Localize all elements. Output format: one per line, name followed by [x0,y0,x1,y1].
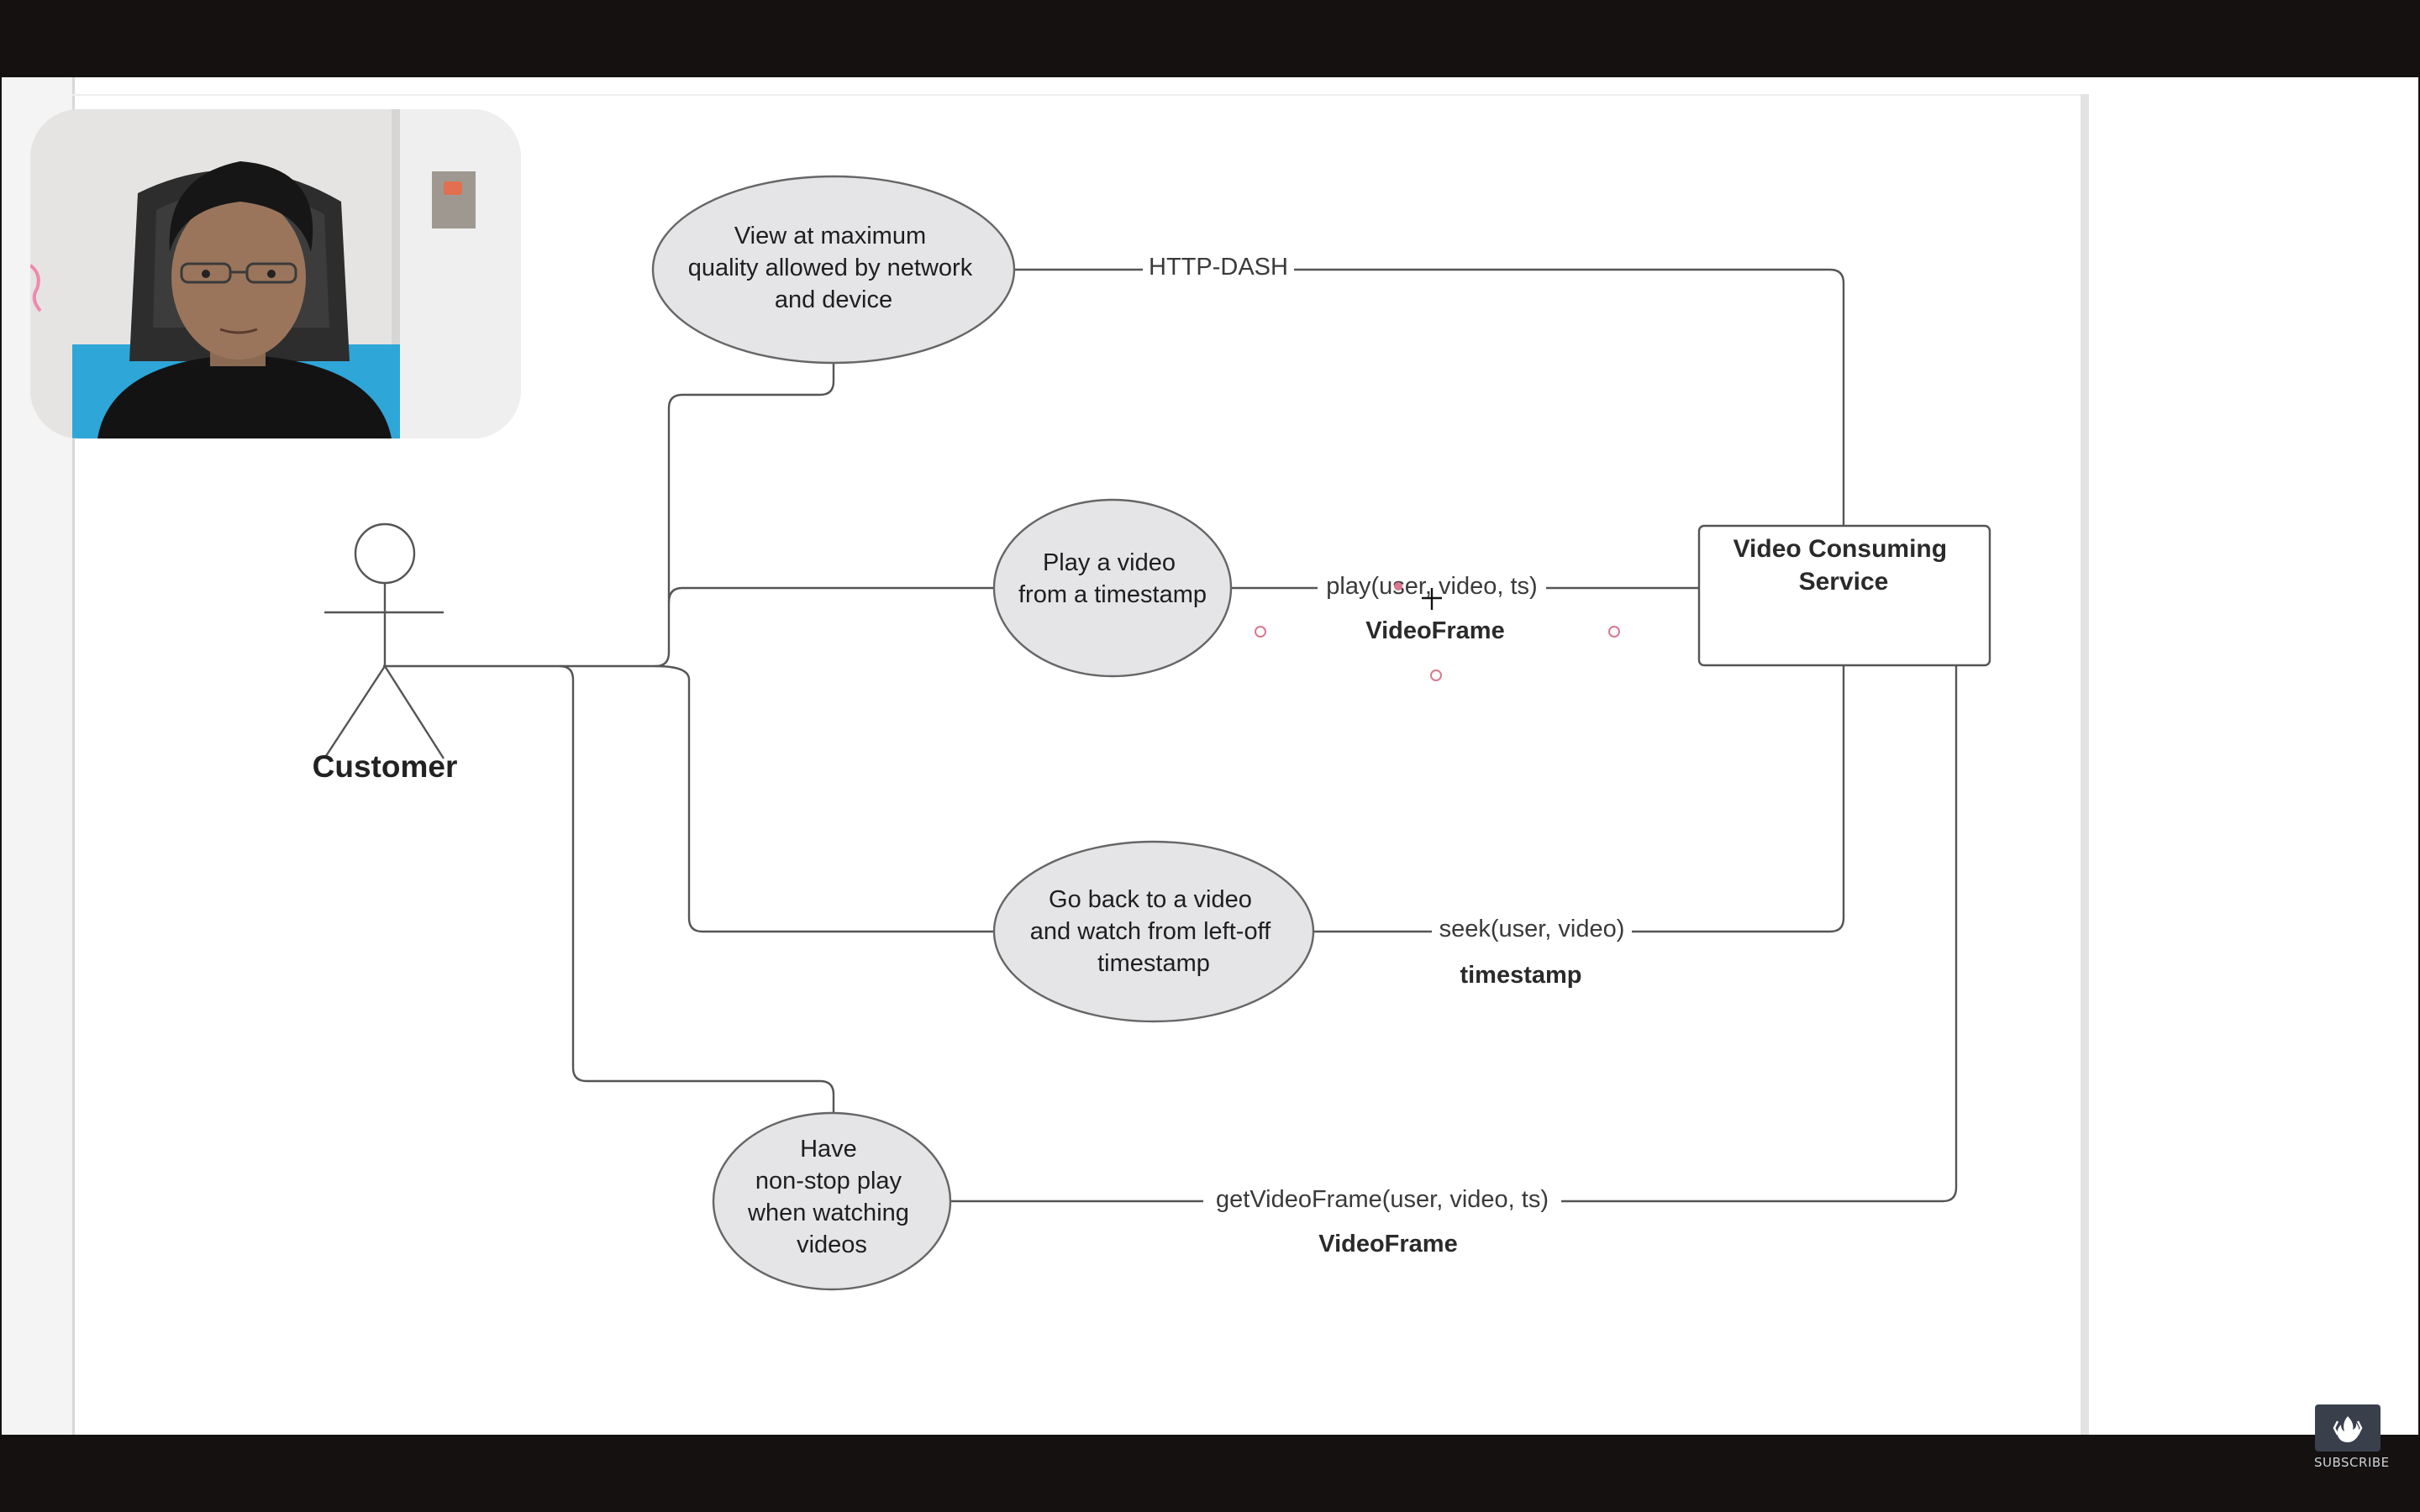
letterbox-top [0,0,2420,77]
use-case-text: when watching [747,1200,909,1226]
use-case-text: and watch from left-off [1030,918,1271,945]
service-label: Video Consuming [1733,535,1947,563]
use-case-text: View at maximum [734,223,926,249]
svg-text:Go back to a video and w: Go back to a video and watch from left-o… [1030,886,1277,977]
selection-handles[interactable] [1255,582,1620,681]
use-case-text: Have [800,1136,857,1163]
subscribe-button[interactable]: SUBSCRIBE [2314,1404,2390,1470]
actor-connectors [383,363,995,1114]
use-case-text: and device [775,286,892,313]
actor-label: Customer [313,749,458,784]
use-case-max-quality[interactable]: View at maximum quality allowed by netwo… [651,175,1016,365]
use-case-play-from-timestamp[interactable]: Play a video from a timestamp [992,498,1233,678]
video-consuming-service[interactable]: Video Consuming Service [1697,524,1991,667]
svg-text:View at maximum quality: View at maximum quality allowed by netwo… [688,223,980,313]
page-top-edge [72,94,2081,96]
presenter-webcam [30,109,521,438]
use-case-text: timestamp [1097,950,1210,977]
letterbox-bottom [0,1435,2420,1512]
use-case-text: from a timestamp [1018,581,1207,608]
use-case-text: videos [797,1231,867,1258]
use-case-text: non-stop play [755,1168,902,1194]
use-case-text: quality allowed by network [688,255,973,281]
edge-return-timestamp[interactable]: timestamp [1460,962,1581,989]
service-connectors [950,268,1958,1203]
customer-actor[interactable]: Customer [313,522,458,784]
edge-label-http-dash[interactable]: HTTP-DASH [1149,254,1288,281]
use-case-text: Go back to a video [1049,886,1252,913]
edge-label-seek[interactable]: seek(user, video) [1439,916,1625,942]
move-cursor-icon [1422,588,1442,610]
service-label: Service [1799,568,1889,596]
edge-return-videoframe-get[interactable]: VideoFrame [1318,1231,1457,1257]
subscribe-label: SUBSCRIBE [2314,1455,2390,1470]
svg-text:Have non-stop play: Have non-stop play when watching videos [747,1136,916,1258]
edge-label-get-video-frame[interactable]: getVideoFrame(user, video, ts) [1216,1186,1549,1213]
flame-icon [2315,1404,2381,1452]
page-edge-divider [2081,94,2089,1435]
svg-text:Video Consuming Service: Video Consuming Service [1733,535,1954,596]
edge-return-videoframe-play[interactable]: VideoFrame [1365,617,1504,644]
use-case-resume-left-off[interactable]: Go back to a video and watch from left-o… [992,840,1315,1023]
use-case-text: Play a video [1043,549,1176,576]
svg-text:Play a video from a time: Play a video from a timestamp [1018,549,1207,608]
use-case-non-stop-play[interactable]: Have non-stop play when watching videos [712,1111,952,1291]
